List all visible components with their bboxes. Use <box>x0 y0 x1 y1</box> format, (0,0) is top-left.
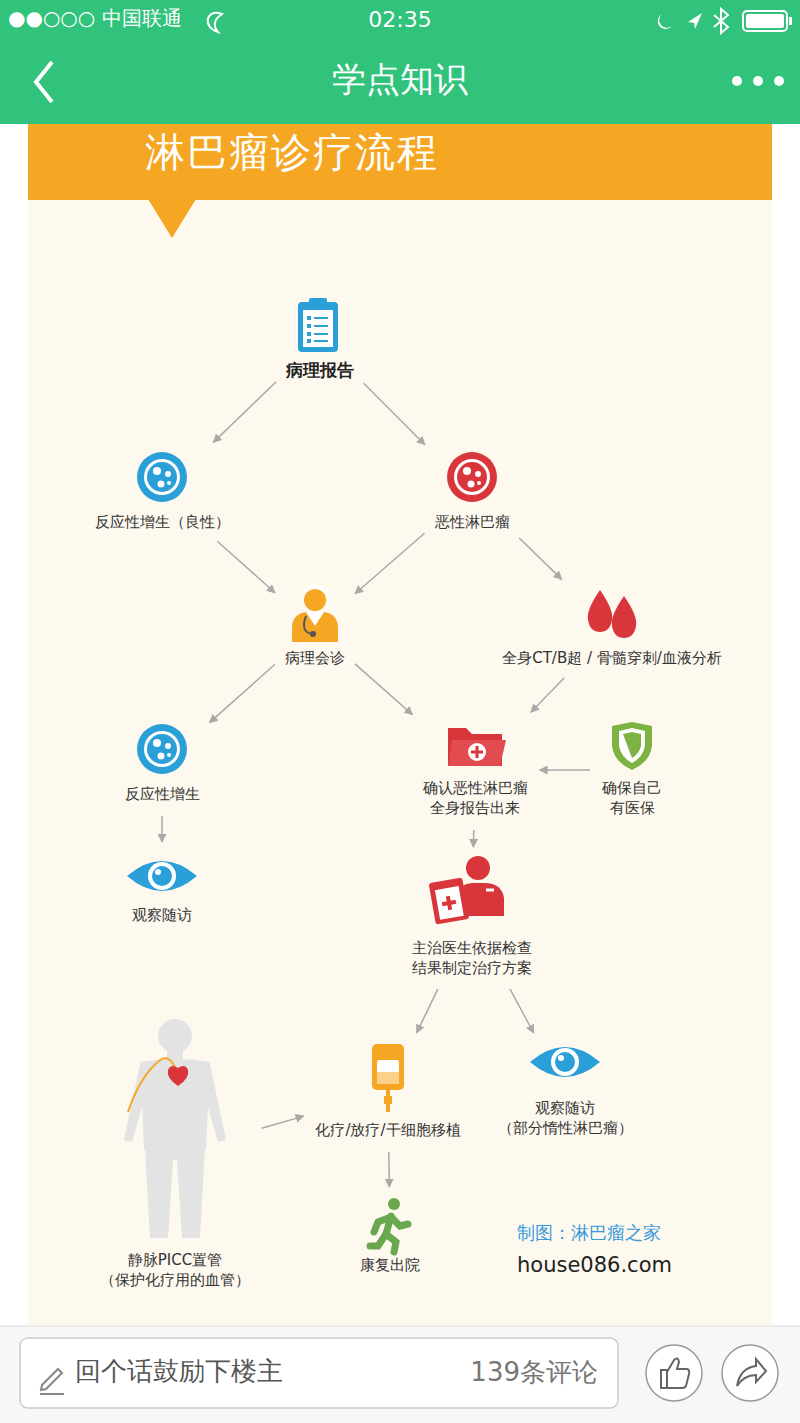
credit: 制图：淋巴瘤之家 <box>517 1221 661 1244</box>
iv-bag-icon <box>372 1044 404 1112</box>
flow-step: 确认恶性淋巴瘤 全身报告出来 <box>419 718 532 822</box>
flow-arrow <box>388 1152 390 1187</box>
flow-arrow <box>210 664 276 722</box>
status-icons <box>208 9 792 33</box>
banner-title: 淋巴瘤诊疗流程 <box>145 128 439 176</box>
step-label: 全身CT/B超 / 骨髓穿刺/血液分析 <box>502 648 722 668</box>
flow-arrow <box>540 769 591 771</box>
carrier: ●●○○○ 中国联通 <box>8 6 182 31</box>
title-banner <box>28 124 772 200</box>
step-label: 观察随访 （部分惰性淋巴瘤） <box>498 1098 633 1138</box>
header-bar <box>0 0 800 124</box>
clock: 02:35 <box>368 6 431 34</box>
flow-step: 反应性增生 <box>121 722 204 808</box>
flow-step: 康复出院 <box>356 1195 424 1279</box>
heart <box>168 1066 189 1086</box>
flow-step: 病理会诊 <box>281 585 349 672</box>
flow-arrow <box>161 816 163 842</box>
flow-step: 主治医生依据检查 结果制定治疗方案 <box>408 855 536 982</box>
doctor-icon <box>292 585 338 642</box>
pencil-icon <box>40 1369 64 1394</box>
more-dots <box>732 76 784 86</box>
shield-icon <box>612 722 652 770</box>
flow-arrow <box>519 538 562 579</box>
comment-count: 139条评论 <box>470 1356 598 1389</box>
step-label: 主治医生依据检查 结果制定治疗方案 <box>412 938 532 978</box>
back-arrow <box>36 62 52 102</box>
flow-arrow <box>473 830 475 847</box>
step-label: 反应性增生 <box>125 784 200 804</box>
clipboard-icon <box>298 298 338 352</box>
page-title: 学点知识 <box>332 58 468 101</box>
flow-step: 反应性增生（良性） <box>91 448 234 536</box>
step-label: 病理报告 <box>286 360 354 380</box>
running-man-icon <box>370 1198 408 1252</box>
eye-icon <box>127 861 197 891</box>
flow-step: 确保自己 有医保 <box>598 718 666 822</box>
comment-placeholder: 回个话鼓励下楼主 <box>75 1355 283 1388</box>
step-label: 确认恶性淋巴瘤 全身报告出来 <box>423 778 528 818</box>
step-label: 化疗/放疗/干细胞移植 <box>315 1120 460 1140</box>
card <box>28 124 772 1326</box>
cell-icon <box>137 724 187 774</box>
share-button <box>722 1345 778 1401</box>
eye-icon <box>530 1047 600 1077</box>
step-label: 确保自己 有医保 <box>602 778 662 818</box>
flow-step: 全身CT/B超 / 骨髓穿刺/血液分析 <box>498 585 726 672</box>
attending-doctor-icon <box>429 856 504 925</box>
step-label: 观察随访 <box>132 905 192 925</box>
flow-arrow <box>217 541 275 593</box>
website: house086.com <box>517 1252 672 1278</box>
bottom-bar <box>0 1326 800 1423</box>
flow-arrow <box>417 989 438 1033</box>
step-label: 反应性增生（良性） <box>95 512 230 532</box>
step-label: 病理会诊 <box>285 648 345 668</box>
step-label: 恶性淋巴瘤 <box>435 512 510 532</box>
flow-arrow <box>213 382 276 443</box>
flow-step: 观察随访 （部分惰性淋巴瘤） <box>494 1040 637 1142</box>
flow-arrow <box>355 664 413 715</box>
cell-icon <box>447 452 497 502</box>
cell-icon <box>137 452 187 502</box>
flow-arrow <box>355 533 425 593</box>
flow-arrow <box>531 678 564 713</box>
step-label: 静脉PICC置管 （保护化疗用的血管） <box>100 1250 250 1290</box>
blood-drops-icon <box>588 590 637 638</box>
human-figure <box>124 1019 226 1238</box>
flow-arrow <box>262 1116 304 1128</box>
picc-line <box>128 1058 176 1112</box>
flow-step: 静脉PICC置管 （保护化疗用的血管） <box>96 1012 254 1294</box>
flow-arrow <box>364 383 425 444</box>
flow-step: 病理报告 <box>282 295 358 384</box>
comment-input <box>20 1338 618 1408</box>
flow-step: 化疗/放疗/干细胞移植 <box>311 1040 464 1144</box>
flow-arrow <box>510 989 534 1033</box>
folder-icon <box>448 728 506 766</box>
step-label: 康复出院 <box>360 1255 420 1275</box>
like-button <box>646 1345 702 1401</box>
flow-step: 恶性淋巴瘤 <box>431 448 514 536</box>
flow-step: 观察随访 <box>128 850 196 929</box>
banner-pointer <box>148 199 196 238</box>
